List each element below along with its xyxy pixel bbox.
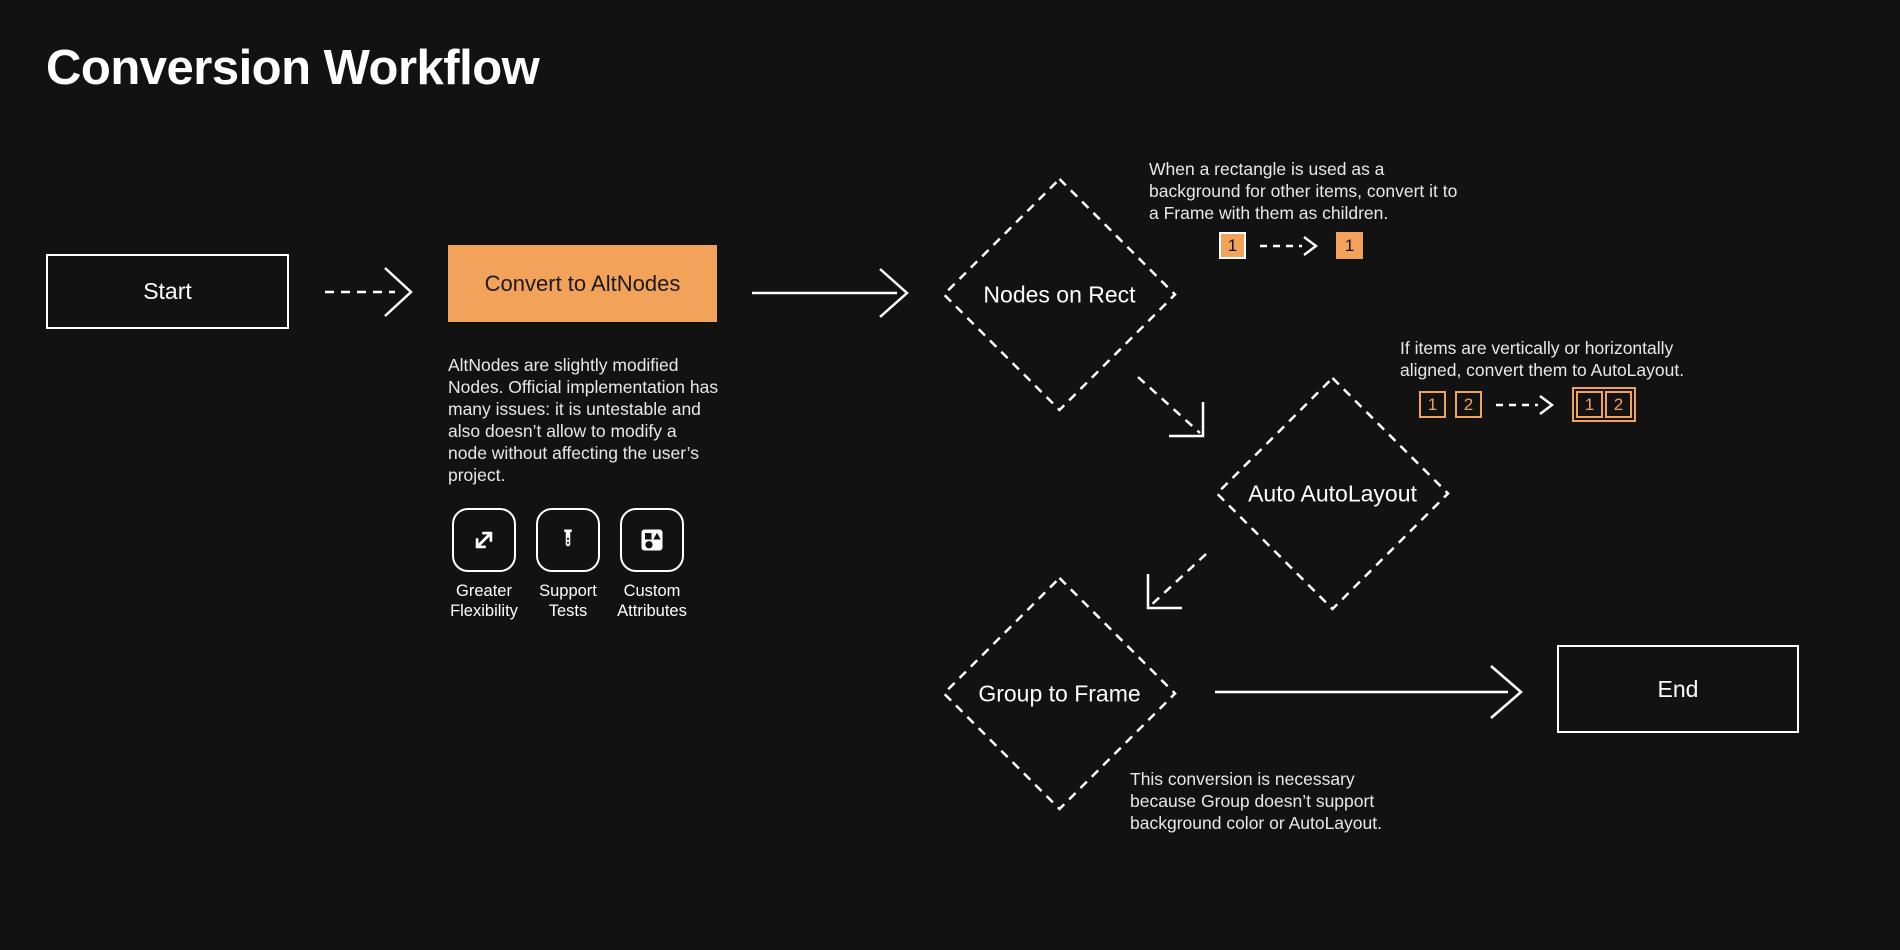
node-nodes-on-rect-label: Nodes on Rect — [983, 281, 1136, 307]
node-end-label: End — [1657, 675, 1699, 702]
node-start[interactable]: Start — [46, 254, 289, 329]
connector-convert-to-nodesonrect — [752, 268, 909, 318]
shapes-attributes-icon — [620, 508, 684, 572]
dashed-arrow-right-icon — [1260, 235, 1322, 257]
connector-grouptoframe-to-end — [1215, 665, 1523, 719]
feature-support-tests[interactable]: Support Tests — [534, 508, 602, 621]
badge-before: 1 — [1219, 232, 1246, 259]
badge-before: 2 — [1455, 391, 1482, 418]
connector-start-to-convert — [325, 267, 413, 317]
test-tube-icon — [536, 508, 600, 572]
feature-label: Custom Attributes — [617, 582, 687, 620]
badge-after: 1 — [1576, 391, 1603, 418]
description-group-to-frame: This conversion is necessary because Gro… — [1130, 769, 1382, 833]
badge-group-after: 1 2 — [1572, 387, 1636, 422]
feature-label: Support Tests — [539, 582, 597, 620]
node-convert-to-altnodes[interactable]: Convert to AltNodes — [448, 245, 717, 322]
node-convert-label: Convert to AltNodes — [484, 270, 681, 296]
diamond-shape — [1214, 375, 1451, 612]
badge-before: 1 — [1419, 391, 1446, 418]
feature-greater-flexibility[interactable]: Greater Flexibility — [450, 508, 518, 621]
page-title: Conversion Workflow — [46, 41, 540, 95]
badge-after: 1 — [1336, 232, 1363, 259]
dashed-arrow-right-icon — [1496, 394, 1558, 416]
feature-custom-attributes[interactable]: Custom Attributes — [617, 508, 687, 621]
node-group-to-frame[interactable]: Group to Frame — [941, 575, 1178, 812]
feature-label: Greater Flexibility — [450, 582, 518, 620]
node-start-label: Start — [143, 278, 192, 304]
description-convert: AltNodes are slightly modified Nodes. Of… — [448, 355, 719, 485]
node-nodes-on-rect[interactable]: Nodes on Rect — [941, 176, 1178, 413]
description-auto-autolayout: If items are vertically or horizontally … — [1400, 338, 1685, 380]
expand-arrows-icon — [452, 508, 516, 572]
badge-after: 2 — [1605, 391, 1632, 418]
node-end[interactable]: End — [1557, 645, 1799, 733]
badge-illustration-auto-autolayout: 1 2 1 2 — [1419, 387, 1636, 422]
node-auto-autolayout[interactable]: Auto AutoLayout — [1214, 375, 1451, 612]
diamond-shape — [941, 575, 1178, 812]
feature-list: Greater Flexibility Support Tests — [450, 508, 687, 621]
node-auto-autolayout-label: Auto AutoLayout — [1248, 480, 1417, 506]
node-group-to-frame-label: Group to Frame — [978, 680, 1141, 706]
description-nodes-on-rect: When a rectangle is used as a background… — [1149, 159, 1458, 223]
diamond-shape — [941, 176, 1178, 413]
badge-illustration-nodes-on-rect: 1 1 — [1219, 232, 1363, 259]
